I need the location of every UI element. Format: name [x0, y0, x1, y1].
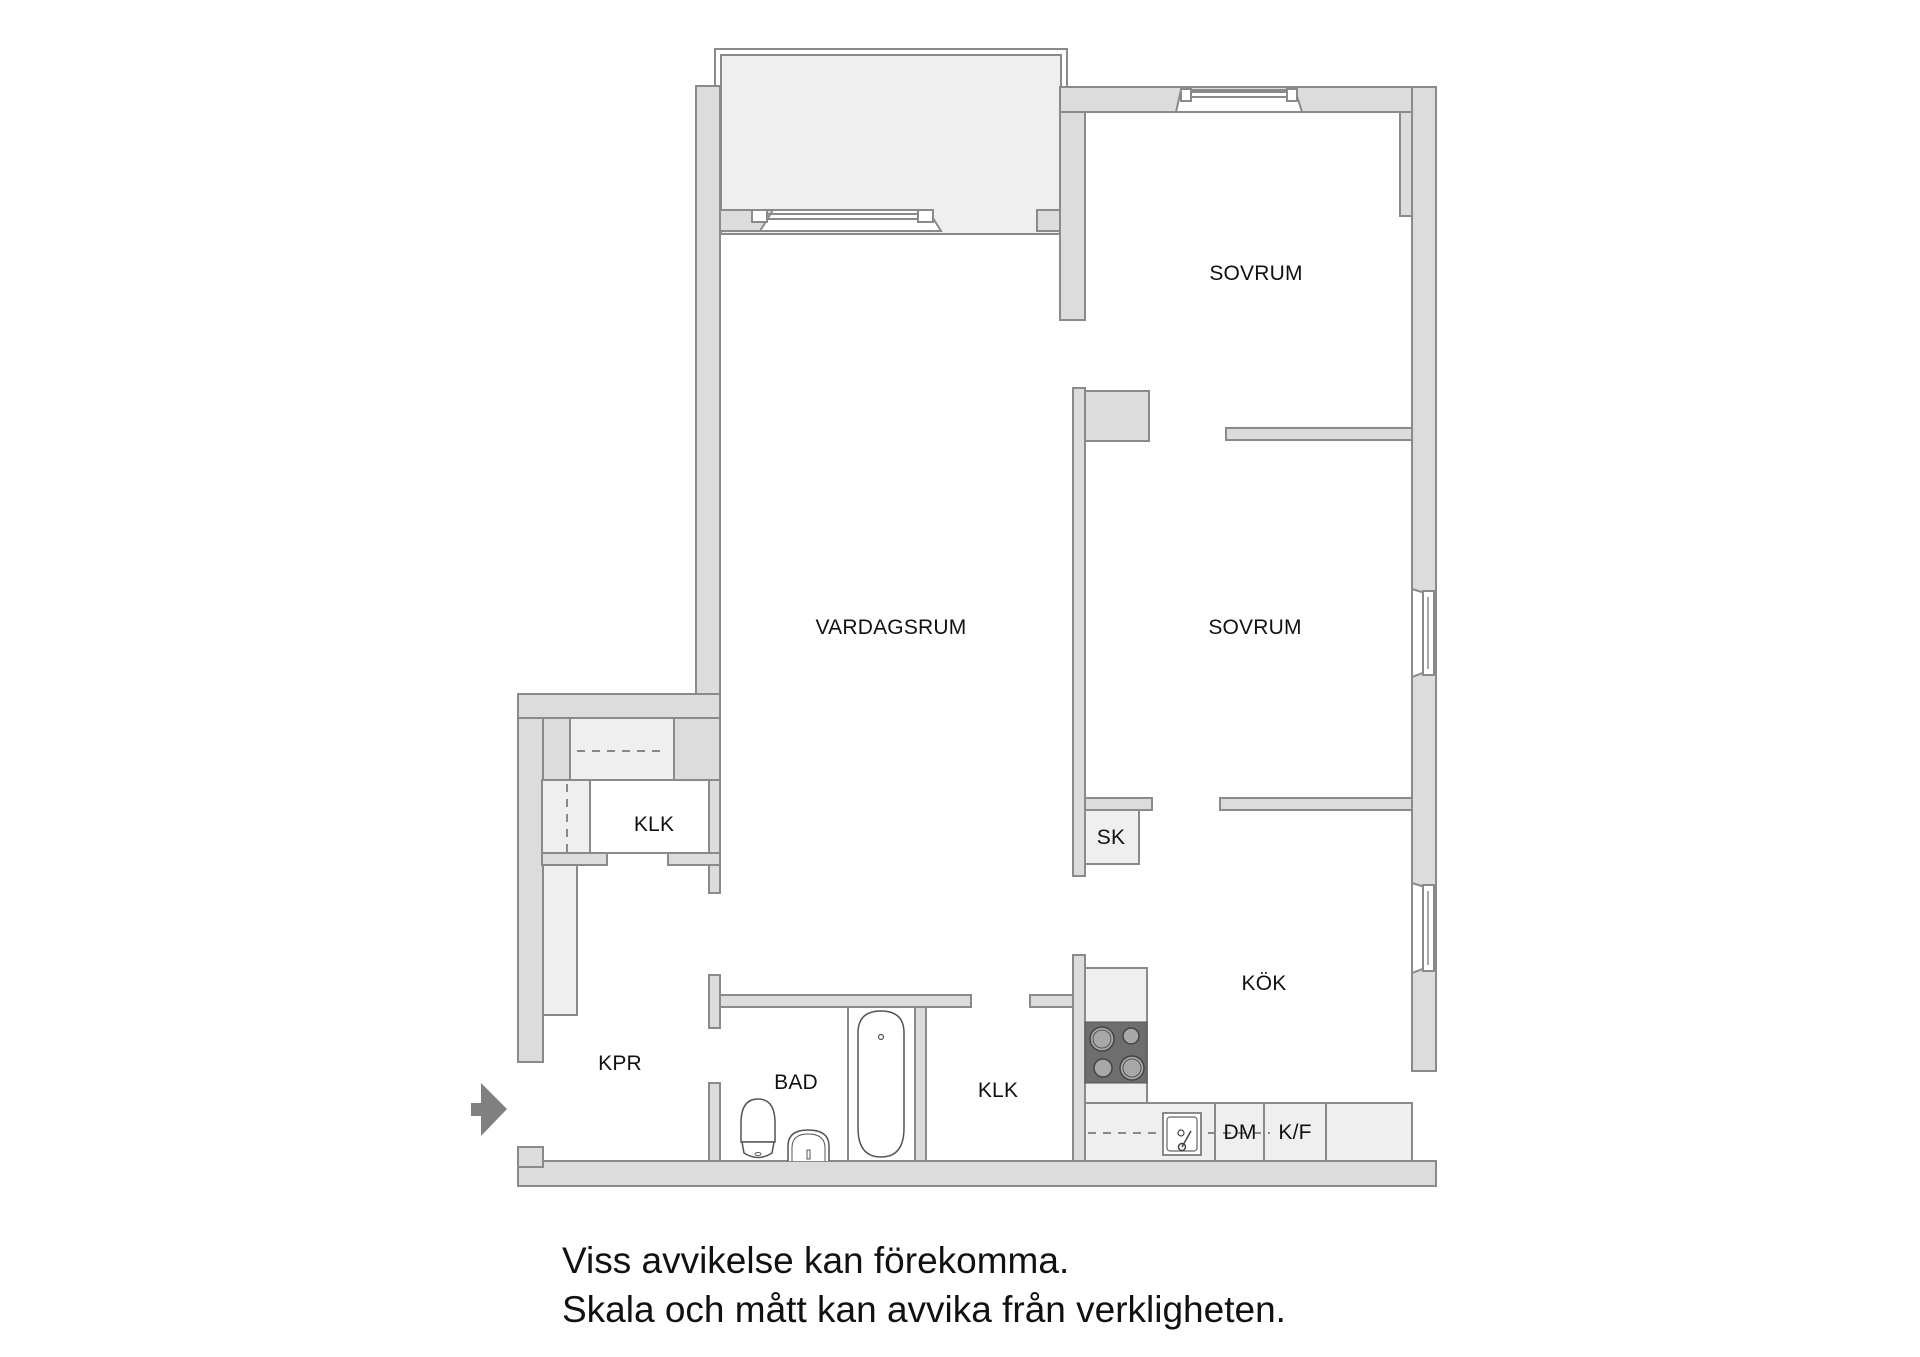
wardrobe [1084, 809, 1140, 865]
appliance-label-dishwasher: DM [1223, 1121, 1257, 1144]
room-label-bedroom-2: SOVRUM [1208, 616, 1302, 639]
disclaimer-line-1: Viss avvikelse kan förekomma. [562, 1240, 1070, 1281]
closet-1-shelves [541, 717, 710, 1016]
window-icon [751, 88, 1435, 975]
kitchen-sink-icon [1162, 1112, 1202, 1156]
toilet-icon [740, 1098, 776, 1159]
room-label-closet-1: KLK [633, 813, 675, 836]
disclaimer-line-2: Skala och mått kan avvika från verklighe… [562, 1289, 1286, 1330]
appliance-label-fridge-freezer: K/F [1278, 1121, 1312, 1144]
room-label-bathroom: BAD [774, 1071, 818, 1094]
room-label-closet-2: KLK [977, 1079, 1019, 1102]
interior-walls [541, 387, 1413, 1162]
balcony [714, 48, 1068, 235]
room-label-living-room: VARDAGSRUM [815, 616, 967, 639]
room-label-bedroom-1: SOVRUM [1209, 262, 1303, 285]
entry-arrow-icon [471, 1083, 507, 1136]
room-label-kitchen: KÖK [1241, 972, 1287, 995]
room-label-hallway: KPR [598, 1052, 642, 1075]
stove-icon [1084, 1021, 1148, 1084]
wash-basin-icon [787, 1129, 830, 1161]
room-label-wardrobe: SK [1096, 826, 1126, 849]
bathtub-icon [847, 1006, 916, 1162]
